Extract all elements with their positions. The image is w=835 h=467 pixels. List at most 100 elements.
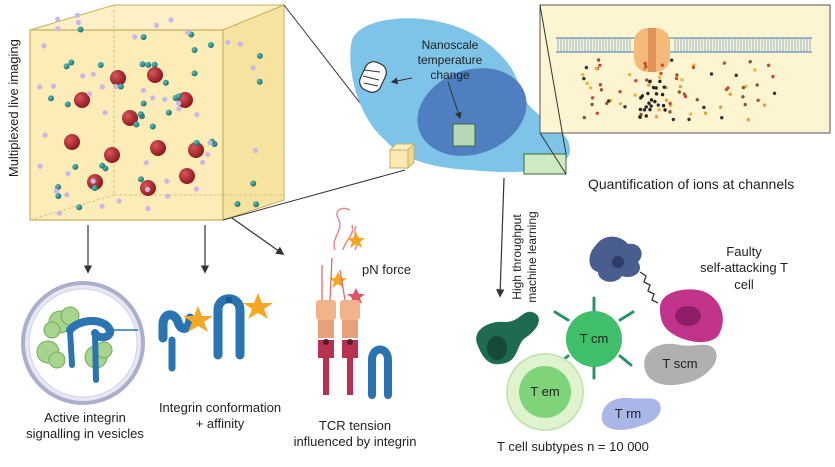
teal-particle (63, 63, 70, 70)
integrin-conformation-line: Integrin conformation (158, 400, 282, 415)
ion-dot (728, 92, 732, 96)
ion-dot (709, 72, 714, 76)
red-particle (150, 140, 166, 156)
lilac-particle (75, 19, 82, 26)
red-particle (110, 70, 126, 86)
tcell-tscm (644, 343, 717, 386)
teal-particle (151, 61, 158, 68)
teal-particle (191, 47, 198, 54)
ion-dot (588, 86, 593, 90)
teal-particle (191, 70, 198, 77)
mitochondria-icon (359, 61, 387, 93)
teal-particle (140, 100, 147, 107)
lilac-particle (90, 71, 96, 77)
lilac-particle (207, 140, 213, 146)
lilac-particle (55, 16, 61, 22)
tcr-line: influenced by integrin (293, 434, 417, 450)
ion-dot (771, 74, 775, 79)
ion-dot (656, 103, 660, 107)
ion-dot (741, 85, 746, 90)
ion-dot (651, 85, 656, 90)
ion-dot (657, 108, 661, 112)
tcr-label: TCR tension influenced by integrin (280, 418, 430, 451)
ion-dot (660, 63, 665, 67)
tem-label: T em (530, 384, 560, 399)
integrin-conformation-label: Integrin conformation + affinity (140, 400, 300, 433)
faulty-label: Faulty self-attacking T cell (680, 244, 808, 293)
ion-dot (663, 108, 667, 112)
nanoscale-line: temperature (417, 53, 483, 67)
ion-dot (720, 115, 724, 120)
lilac-particle (37, 84, 43, 90)
particle-cloud (37, 12, 263, 216)
blue-cell (350, 18, 570, 175)
ion-dot (605, 101, 609, 106)
ion-dot (634, 79, 638, 83)
teal-particle (162, 79, 169, 86)
ion-dot (691, 65, 696, 70)
teal-particle (133, 121, 140, 128)
lilac-particle (175, 100, 182, 106)
teal-particle (137, 111, 144, 118)
ion-dot (670, 58, 674, 62)
ion-dot (596, 58, 601, 62)
active-integrin-label: Active integrin signalling in vesicles (10, 410, 160, 443)
teal-particle (139, 61, 146, 68)
ion-dot (657, 75, 662, 79)
ion-dot (623, 105, 627, 109)
lilac-particle (250, 65, 256, 71)
ion-dot (627, 72, 632, 77)
ion-dot (755, 83, 759, 87)
lilac-particle (237, 41, 243, 47)
ion-dot (648, 79, 652, 84)
ion-dot (598, 63, 602, 67)
ion-dot (766, 63, 771, 68)
lilac-particle (65, 171, 71, 177)
lilac-particle (164, 178, 170, 184)
ion-dot (618, 101, 622, 106)
teal-particle (64, 101, 71, 108)
ion-dot (718, 105, 723, 109)
tcell-tem (506, 353, 584, 431)
ion-dot (646, 91, 650, 96)
teal-particle (140, 34, 147, 41)
lilac-particle (99, 203, 105, 209)
ion-dot (644, 65, 648, 69)
ion-dot (642, 108, 647, 112)
ion-dot (661, 103, 666, 108)
ion-dot (640, 94, 645, 98)
teal-particle (91, 184, 98, 191)
ion-dot (678, 84, 683, 89)
lilac-particle (168, 17, 174, 23)
teal-particle (165, 109, 172, 116)
tcell-trm (601, 397, 661, 430)
ion-dot (671, 117, 676, 122)
teal-particle (207, 42, 214, 49)
pn-force-label: pN force (362, 262, 412, 277)
nanoscale-line: Nanoscale (421, 38, 479, 52)
nucleus-roi (452, 123, 476, 147)
red-particle (179, 168, 195, 184)
ion-dot (668, 110, 672, 114)
nanoscale-label: Nanoscale temperature change (404, 38, 496, 83)
lilac-particle (252, 147, 259, 154)
ion-dot (726, 86, 730, 90)
nucleus (417, 68, 527, 156)
lilac-particle (90, 178, 96, 184)
lilac-particle (162, 96, 168, 102)
teal-particle (47, 95, 54, 102)
ion-dot (658, 79, 662, 84)
integrin-conformation (158, 293, 273, 372)
lilac-particle (143, 160, 149, 166)
ion-dot (703, 111, 708, 115)
teal-particle (137, 176, 144, 183)
teal-particle (145, 61, 152, 68)
ion-dot (582, 115, 587, 120)
subtypes-label: T cell subtypes n = 10 000 (497, 439, 649, 454)
ml-arrow (496, 177, 505, 298)
ion-dot (647, 83, 651, 87)
imaging-cube (29, 4, 285, 221)
ion-dot (638, 115, 642, 119)
quantification-label: Quantification of ions at channels (588, 176, 795, 192)
